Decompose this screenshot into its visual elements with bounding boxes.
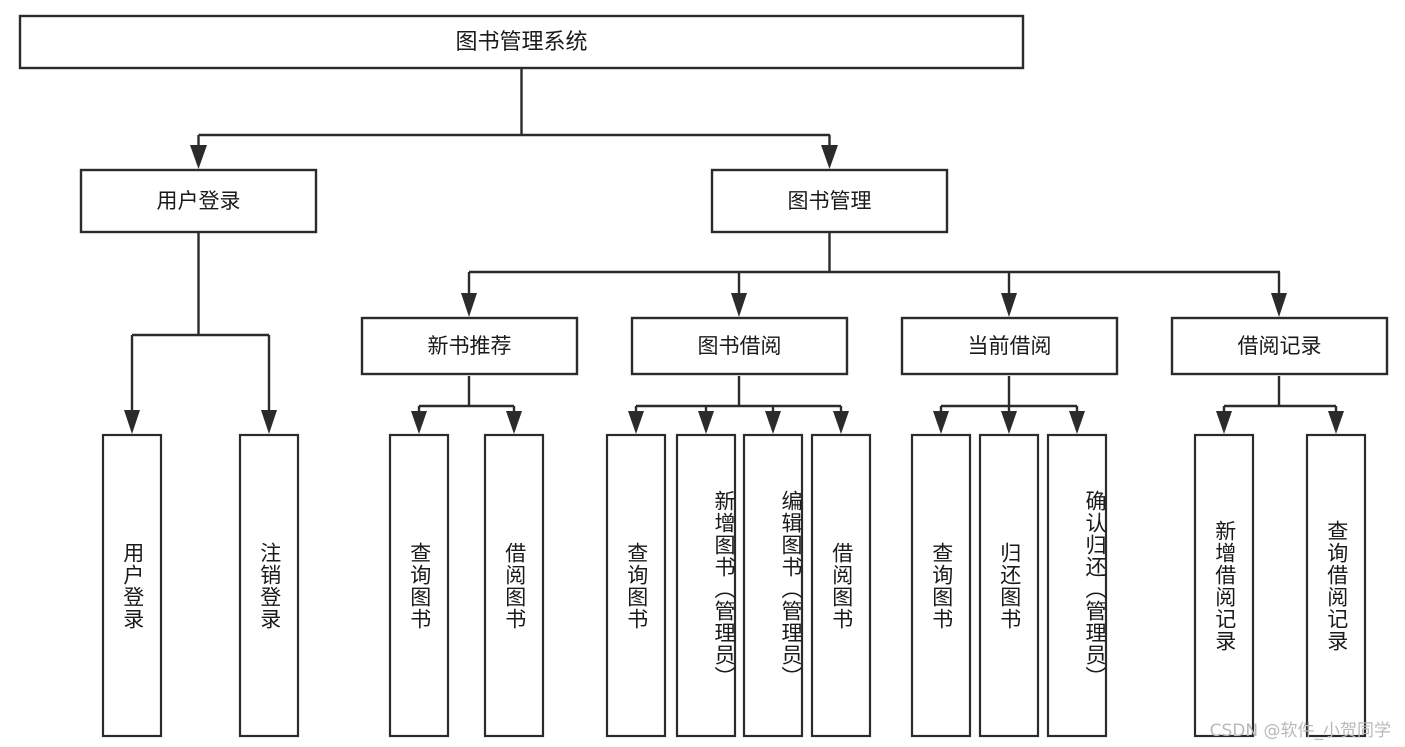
csdn-watermark: CSDN @软件_小贺同学 bbox=[1209, 721, 1391, 741]
connector-new-book-trunk bbox=[419, 376, 514, 408]
node-current-borrow-label: 当前借阅 bbox=[968, 334, 1052, 358]
leaf-box-return-book[interactable] bbox=[978, 433, 1040, 738]
arrow-nb-leaf-1 bbox=[411, 411, 427, 434]
node-borrow-record-box[interactable] bbox=[1170, 316, 1389, 376]
connector-borrow-record-trunk bbox=[1224, 376, 1336, 408]
node-root-label: 图书管理系统 bbox=[455, 30, 587, 55]
arrow-user-login-to-leaf-2 bbox=[261, 410, 277, 434]
arrow-bm-to-current-borrow bbox=[1001, 293, 1017, 317]
arrow-root-to-user-login bbox=[190, 145, 207, 169]
leaf-box-query-borrow-record[interactable] bbox=[1305, 433, 1367, 738]
node-book-borrow-label: 图书借阅 bbox=[698, 334, 782, 358]
leaf-box-query-book-1[interactable] bbox=[388, 433, 450, 738]
leaf-box-confirm-return[interactable] bbox=[1046, 433, 1108, 738]
arrow-bm-to-borrow-record bbox=[1271, 293, 1287, 317]
connector-current-borrow-trunk bbox=[941, 376, 1077, 408]
arrow-bb-leaf-3 bbox=[765, 411, 781, 434]
arrow-cb-leaf-1 bbox=[933, 411, 949, 434]
node-user-login[interactable]: 用户登录 bbox=[79, 168, 318, 234]
arrow-bb-leaf-1 bbox=[628, 411, 644, 434]
leaf-box-edit-book[interactable] bbox=[742, 433, 804, 738]
arrow-bm-to-book-borrow bbox=[731, 293, 747, 317]
connector-root-trunk bbox=[198, 69, 830, 137]
arrow-bb-leaf-4 bbox=[833, 411, 849, 434]
arrow-root-to-book-management bbox=[821, 145, 838, 169]
connector-book-borrow-trunk bbox=[636, 376, 841, 408]
node-new-book-recommend-box[interactable] bbox=[360, 316, 579, 376]
node-book-borrow-box[interactable] bbox=[630, 316, 849, 376]
arrow-bb-leaf-2 bbox=[698, 411, 714, 434]
node-user-login-label: 用户登录 bbox=[157, 189, 241, 213]
connector-layer bbox=[124, 69, 1344, 434]
leaf-box-add-book[interactable] bbox=[675, 433, 737, 738]
leaf-box-borrow-book-1[interactable] bbox=[483, 433, 545, 738]
arrow-cb-leaf-3 bbox=[1069, 411, 1085, 434]
node-new-book-recommend-label: 新书推荐 bbox=[428, 334, 512, 358]
arrow-user-login-to-leaf-1 bbox=[124, 410, 140, 434]
arrow-br-leaf-2 bbox=[1328, 411, 1344, 434]
node-root-box[interactable] bbox=[18, 14, 1025, 70]
arrow-nb-leaf-2 bbox=[506, 411, 522, 434]
node-book-management[interactable]: 图书管理 bbox=[710, 168, 949, 234]
leaf-box-user-logout[interactable] bbox=[238, 433, 300, 738]
node-root[interactable]: 图书管理系统 bbox=[18, 14, 1025, 70]
node-book-management-box[interactable] bbox=[710, 168, 949, 234]
node-current-borrow[interactable]: 当前借阅 bbox=[900, 316, 1119, 376]
node-borrow-record-label: 借阅记录 bbox=[1238, 334, 1322, 358]
connector-book-management-trunk bbox=[469, 233, 1280, 274]
leaf-box-add-borrow-record[interactable] bbox=[1193, 433, 1255, 738]
node-current-borrow-box[interactable] bbox=[900, 316, 1119, 376]
leaf-box-borrow-book-2[interactable] bbox=[810, 433, 872, 738]
node-user-login-box[interactable] bbox=[79, 168, 318, 234]
arrow-br-leaf-1 bbox=[1216, 411, 1232, 434]
arrow-bm-to-new-book bbox=[461, 293, 477, 317]
node-book-management-label: 图书管理 bbox=[788, 189, 872, 213]
leaf-box-query-book-2[interactable] bbox=[605, 433, 667, 738]
leaf-box-user-login[interactable] bbox=[101, 433, 163, 738]
connector-user-login-trunk bbox=[132, 233, 269, 337]
node-new-book-recommend[interactable]: 新书推荐 bbox=[360, 316, 579, 376]
node-borrow-record[interactable]: 借阅记录 bbox=[1170, 316, 1389, 376]
node-book-borrow[interactable]: 图书借阅 bbox=[630, 316, 849, 376]
arrow-cb-leaf-2 bbox=[1001, 411, 1017, 434]
leaf-box-query-book-3[interactable] bbox=[910, 433, 972, 738]
